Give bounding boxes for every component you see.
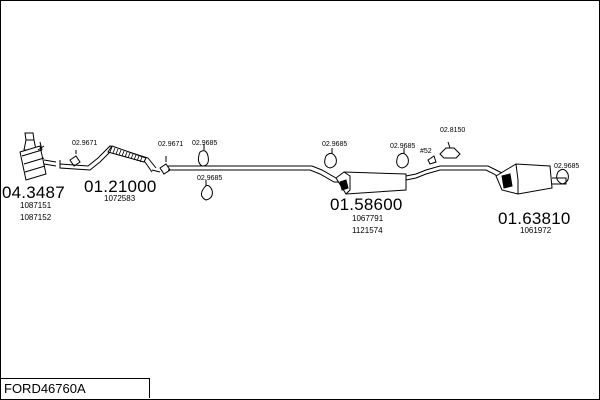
hanger-icon-2 [200, 180, 213, 201]
clamp-icon-2 [159, 156, 171, 175]
hanger-icon-1 [197, 144, 209, 167]
catalytic-converter [19, 132, 57, 181]
hanger-icon-3 [324, 148, 337, 169]
part-code: 04.3487 [2, 183, 65, 202]
part-ref: 1121574 [352, 226, 383, 235]
part-code: 01.63810 [498, 209, 571, 228]
middle-silencer [335, 165, 505, 195]
part-ref: 1087152 [20, 213, 52, 222]
fitting-code: 02.8150 [440, 127, 466, 134]
fitting-code: 02.9671 [72, 140, 98, 147]
rear-silencer [495, 163, 567, 195]
clamp-icon-3 [427, 155, 437, 165]
title-box: FORD46760A [0, 378, 150, 398]
fitting-code: 02.9685 [554, 163, 580, 170]
part-code: 01.21000 [84, 177, 157, 196]
fitting-code: 02.9685 [192, 140, 218, 147]
hanger-icon-5 [556, 168, 569, 185]
front-pipe-flex [59, 145, 161, 173]
part-ref: 1061972 [520, 226, 552, 235]
hanger-icon-4 [396, 148, 409, 169]
clamp-icon-1 [69, 150, 81, 167]
fitting-code: 02.9671 [158, 141, 184, 148]
fitting-code: #52 [420, 148, 432, 155]
fitting-code: 02.9685 [322, 141, 348, 148]
part-code: 01.58600 [330, 195, 403, 214]
part-ref: 1087151 [20, 201, 52, 210]
part-ref: 1067791 [352, 214, 384, 223]
fitting-code: 02.9685 [197, 175, 223, 182]
intermediate-pipe [168, 165, 346, 183]
drawing-title: FORD46760A [4, 381, 86, 396]
fitting-code: 02.9685 [390, 143, 416, 150]
bracket-icon [439, 141, 461, 159]
part-ref: 1072583 [104, 194, 136, 203]
